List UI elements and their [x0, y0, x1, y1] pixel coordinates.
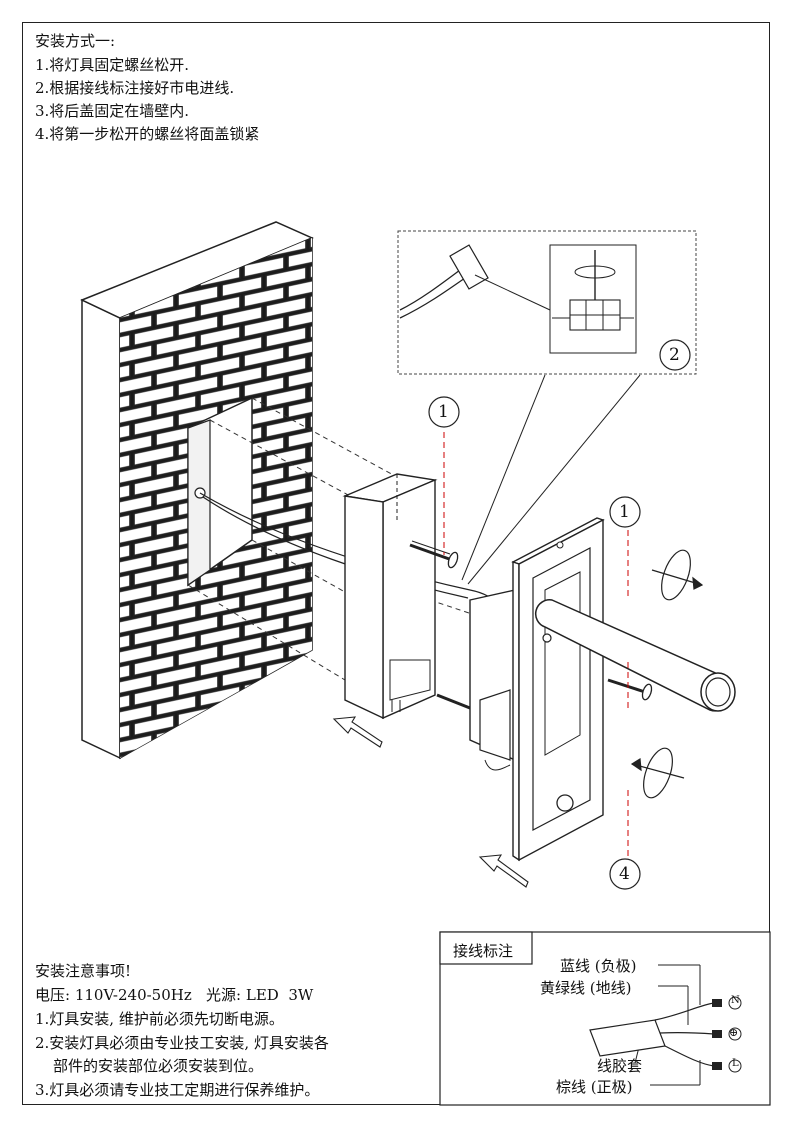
wire-label-blue: 蓝线 (负极): [560, 957, 637, 975]
callout-circle-screw-left: [428, 396, 460, 428]
callout-number-wiring: 2: [669, 345, 680, 365]
detail-leader-lines: [461, 374, 641, 585]
screw-right: [607, 678, 653, 701]
notes-item-3: 3.灯具必须请专业技工定期进行保养维护。: [35, 1081, 320, 1099]
notes-item-1: 1.灯具安装, 维护前必须先切断电源。: [35, 1010, 284, 1028]
instruction-step-1: 1.将灯具固定螺丝松开.: [35, 56, 190, 74]
back-box: [342, 473, 438, 720]
instruction-step-2: 2.根据接线标注接好市电进线.: [35, 79, 235, 97]
callout-number-screw-right: 1: [619, 502, 630, 522]
wiring-detail-box: [397, 230, 697, 375]
instruction-step-4: 4.将第一步松开的螺丝将面盖锁紧: [35, 125, 260, 143]
notes-title: 安装注意事项!: [35, 962, 132, 980]
wire-label-yellow-green: 黄绿线 (地线): [540, 979, 632, 997]
wire-label-sheath: 线胶套: [597, 1057, 643, 1075]
brick-wall: [80, 221, 314, 760]
wire-label-brown: 棕线 (正极): [556, 1078, 633, 1096]
rotate-icon-upper: [651, 549, 704, 601]
terminal-label-ground: ⊕: [729, 1026, 739, 1039]
notes-item-2-cont: 部件的安装部位必须安装到位。: [53, 1057, 264, 1075]
notes-spec: 电压: 110V-240-50Hz 光源: LED 3W: [35, 986, 314, 1004]
arrow-to-box: [478, 854, 529, 888]
instruction-step-3: 3.将后盖固定在墙壁内.: [35, 102, 190, 120]
instructions-title: 安装方式一:: [35, 32, 116, 50]
cylinder-arm: [534, 599, 736, 712]
callout-circle-wiring: [659, 339, 691, 371]
wiring-legend-box: [439, 931, 771, 1106]
wiring-legend-title: 接线标注: [453, 942, 514, 960]
callout-circle-screw-right: [609, 496, 641, 528]
rotate-icon-lower: [630, 747, 685, 799]
arrow-to-wall: [332, 716, 383, 748]
fixture-plate: [511, 517, 605, 862]
terminal-label-n: N: [731, 995, 740, 1006]
callout-number-rotate: 4: [619, 864, 630, 884]
diagram-frame: [22, 22, 770, 1105]
notes-item-2: 2.安装灯具必须由专业技工安装, 灯具安装各: [35, 1034, 329, 1052]
guide-lines: [443, 432, 629, 860]
callout-number-screw-left: 1: [438, 402, 449, 422]
terminal-label-l: L: [732, 1058, 739, 1069]
screw-left-upper: [409, 540, 459, 569]
callout-circle-rotate: [609, 858, 641, 890]
mounting-bracket: [469, 589, 516, 771]
